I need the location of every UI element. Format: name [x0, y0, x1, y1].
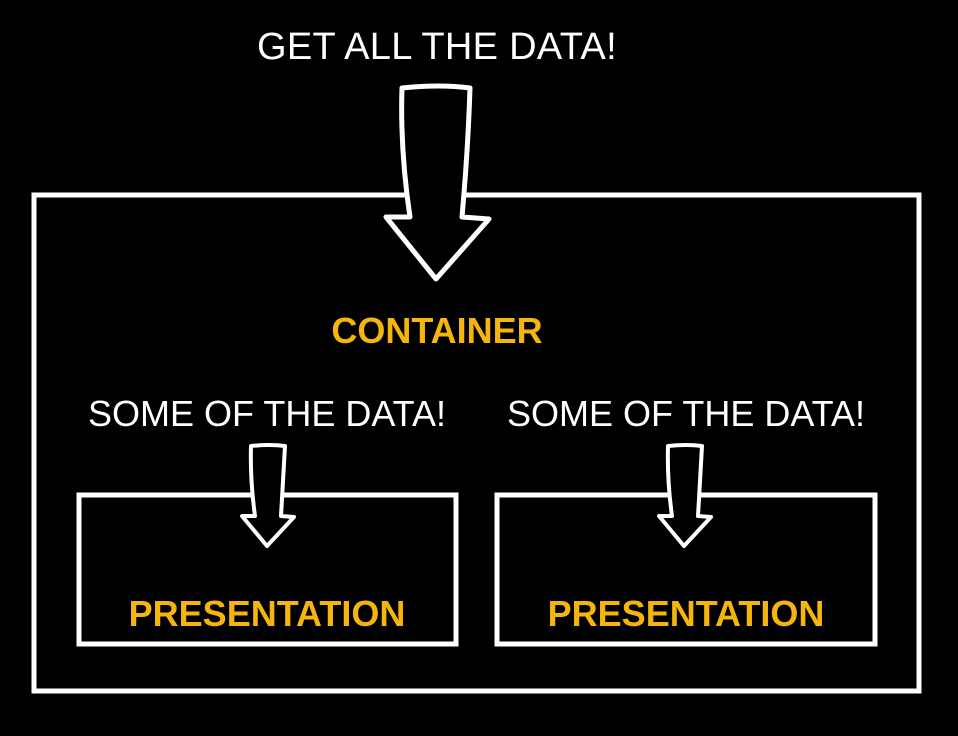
some-data-label-left: SOME OF THE DATA!	[87, 393, 447, 434]
container-box	[31, 192, 922, 694]
arrow-down-icon	[240, 443, 296, 548]
presentation-title-right: PRESENTATION	[547, 593, 825, 634]
arrow-down-icon	[657, 443, 713, 548]
get-all-data-label: GET ALL THE DATA!	[257, 26, 617, 68]
container-title: CONTAINER	[331, 310, 543, 351]
some-data-label-right: SOME OF THE DATA!	[506, 393, 866, 434]
arrow-down-icon	[383, 83, 492, 282]
presentation-title-left: PRESENTATION	[128, 593, 406, 634]
